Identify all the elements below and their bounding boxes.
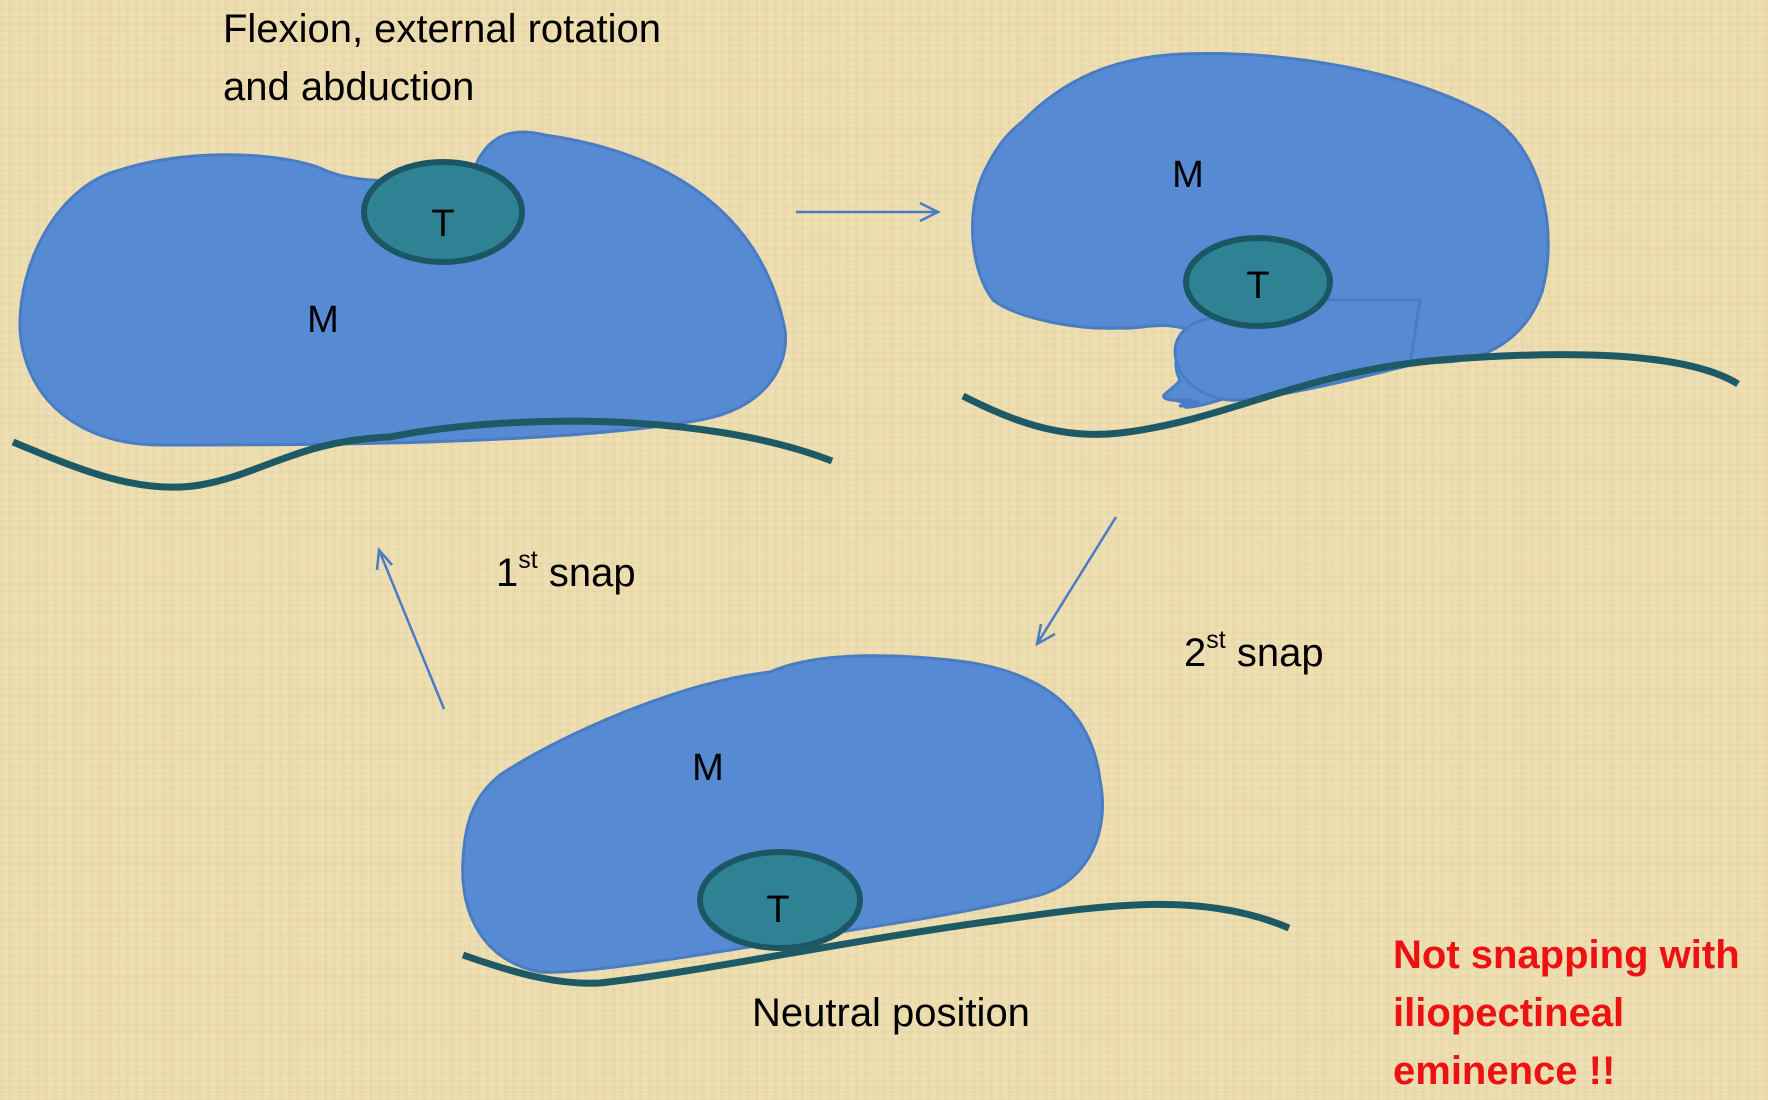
arrow-to-flexion (377, 550, 444, 709)
warning-note-line3: eminence !! (1393, 1042, 1740, 1100)
first-snap-label: 1st snap (496, 544, 636, 602)
first-snap-word: snap (549, 551, 636, 595)
stage-neutral: T M (463, 656, 1289, 984)
first-snap-number: 1 (496, 551, 518, 595)
tendon-label-flexion: T (431, 203, 454, 245)
arrow-to-neutral (1037, 517, 1116, 644)
diagram-title-line2: and abduction (223, 58, 474, 116)
second-snap-number: 2 (1184, 631, 1206, 675)
warning-note-line1: Not snapping with (1393, 926, 1740, 984)
muscle-label-flexion: M (307, 299, 339, 341)
second-snap-suffix: st (1206, 626, 1225, 654)
muscle-label-neutral: M (692, 747, 724, 789)
warning-note-line2: iliopectineal (1393, 984, 1740, 1042)
neutral-position-label: Neutral position (752, 984, 1030, 1042)
first-snap-suffix: st (518, 546, 537, 574)
second-snap-word: snap (1237, 631, 1324, 675)
stage-intermediate: T M (963, 54, 1738, 435)
muscle-label-intermediate: M (1172, 154, 1204, 196)
diagram-title-line1: Flexion, external rotation (223, 0, 661, 58)
tendon-label-intermediate: T (1246, 265, 1269, 307)
tendon-label-neutral: T (766, 889, 789, 931)
arrow-to-intermediate (796, 203, 938, 221)
warning-note: Not snapping with iliopectineal eminence… (1393, 926, 1740, 1100)
stage-flexion: T M (13, 132, 832, 487)
second-snap-label: 2st snap (1184, 624, 1324, 682)
